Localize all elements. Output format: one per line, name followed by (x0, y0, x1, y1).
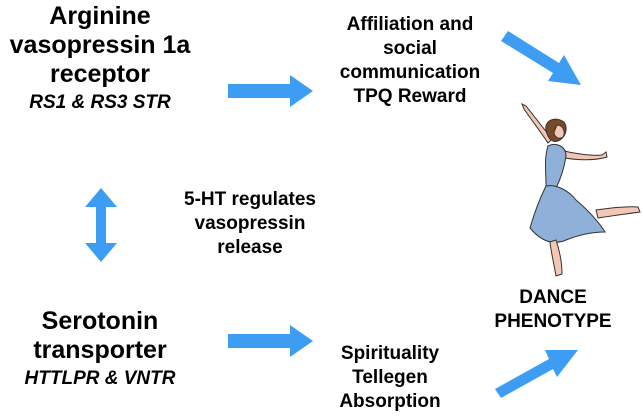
affiliation-line3: communication (339, 62, 481, 83)
spirituality-line2: Tellegen (352, 367, 428, 388)
affiliation-node: Affiliation and social communication TPQ… (315, 13, 505, 109)
dancer-illustration (521, 102, 641, 277)
spirituality-line1: Spirituality (340, 343, 440, 364)
regulation-line3: release (217, 237, 283, 258)
transporter-line1: Serotonin (41, 307, 159, 335)
phenotype-node: DANCE PHENOTYPE (478, 286, 628, 334)
arrow-spirituality-to-dance (495, 350, 578, 398)
affiliation-line1: Affiliation and (346, 14, 474, 35)
receptor-title: Arginine vasopressin 1a receptor (0, 2, 200, 89)
transporter-line2: transporter (33, 336, 167, 364)
spirituality-node: Spirituality Tellegen Absorption (310, 342, 470, 414)
receptor-line1: Arginine (49, 2, 151, 30)
transporter-genes: HTTLPR & VNTR (24, 368, 176, 389)
double-arrow-vertical (85, 188, 117, 262)
transporter-title: Serotonin transporter (0, 307, 200, 365)
regulation-line2: vasopressin (194, 213, 306, 234)
receptor-line3: receptor (49, 60, 151, 88)
affiliation-line4: TPQ Reward (353, 86, 467, 107)
arrow-affiliation-to-dance (501, 31, 581, 85)
phenotype-line1: DANCE (519, 287, 587, 308)
arrow-transporter-to-spirituality (228, 325, 313, 357)
receptor-line2: vasopressin 1a (9, 31, 191, 59)
receptor-genes: RS1 & RS3 STR (29, 92, 171, 113)
regulation-node: 5-HT regulates vasopressin release (160, 188, 340, 260)
arrow-receptor-to-affiliation (228, 75, 313, 107)
regulation-line1: 5-HT regulates (184, 189, 316, 210)
spirituality-line3: Absorption (339, 391, 441, 412)
phenotype-line2: PHENOTYPE (494, 311, 612, 332)
affiliation-line2: social (383, 38, 437, 59)
